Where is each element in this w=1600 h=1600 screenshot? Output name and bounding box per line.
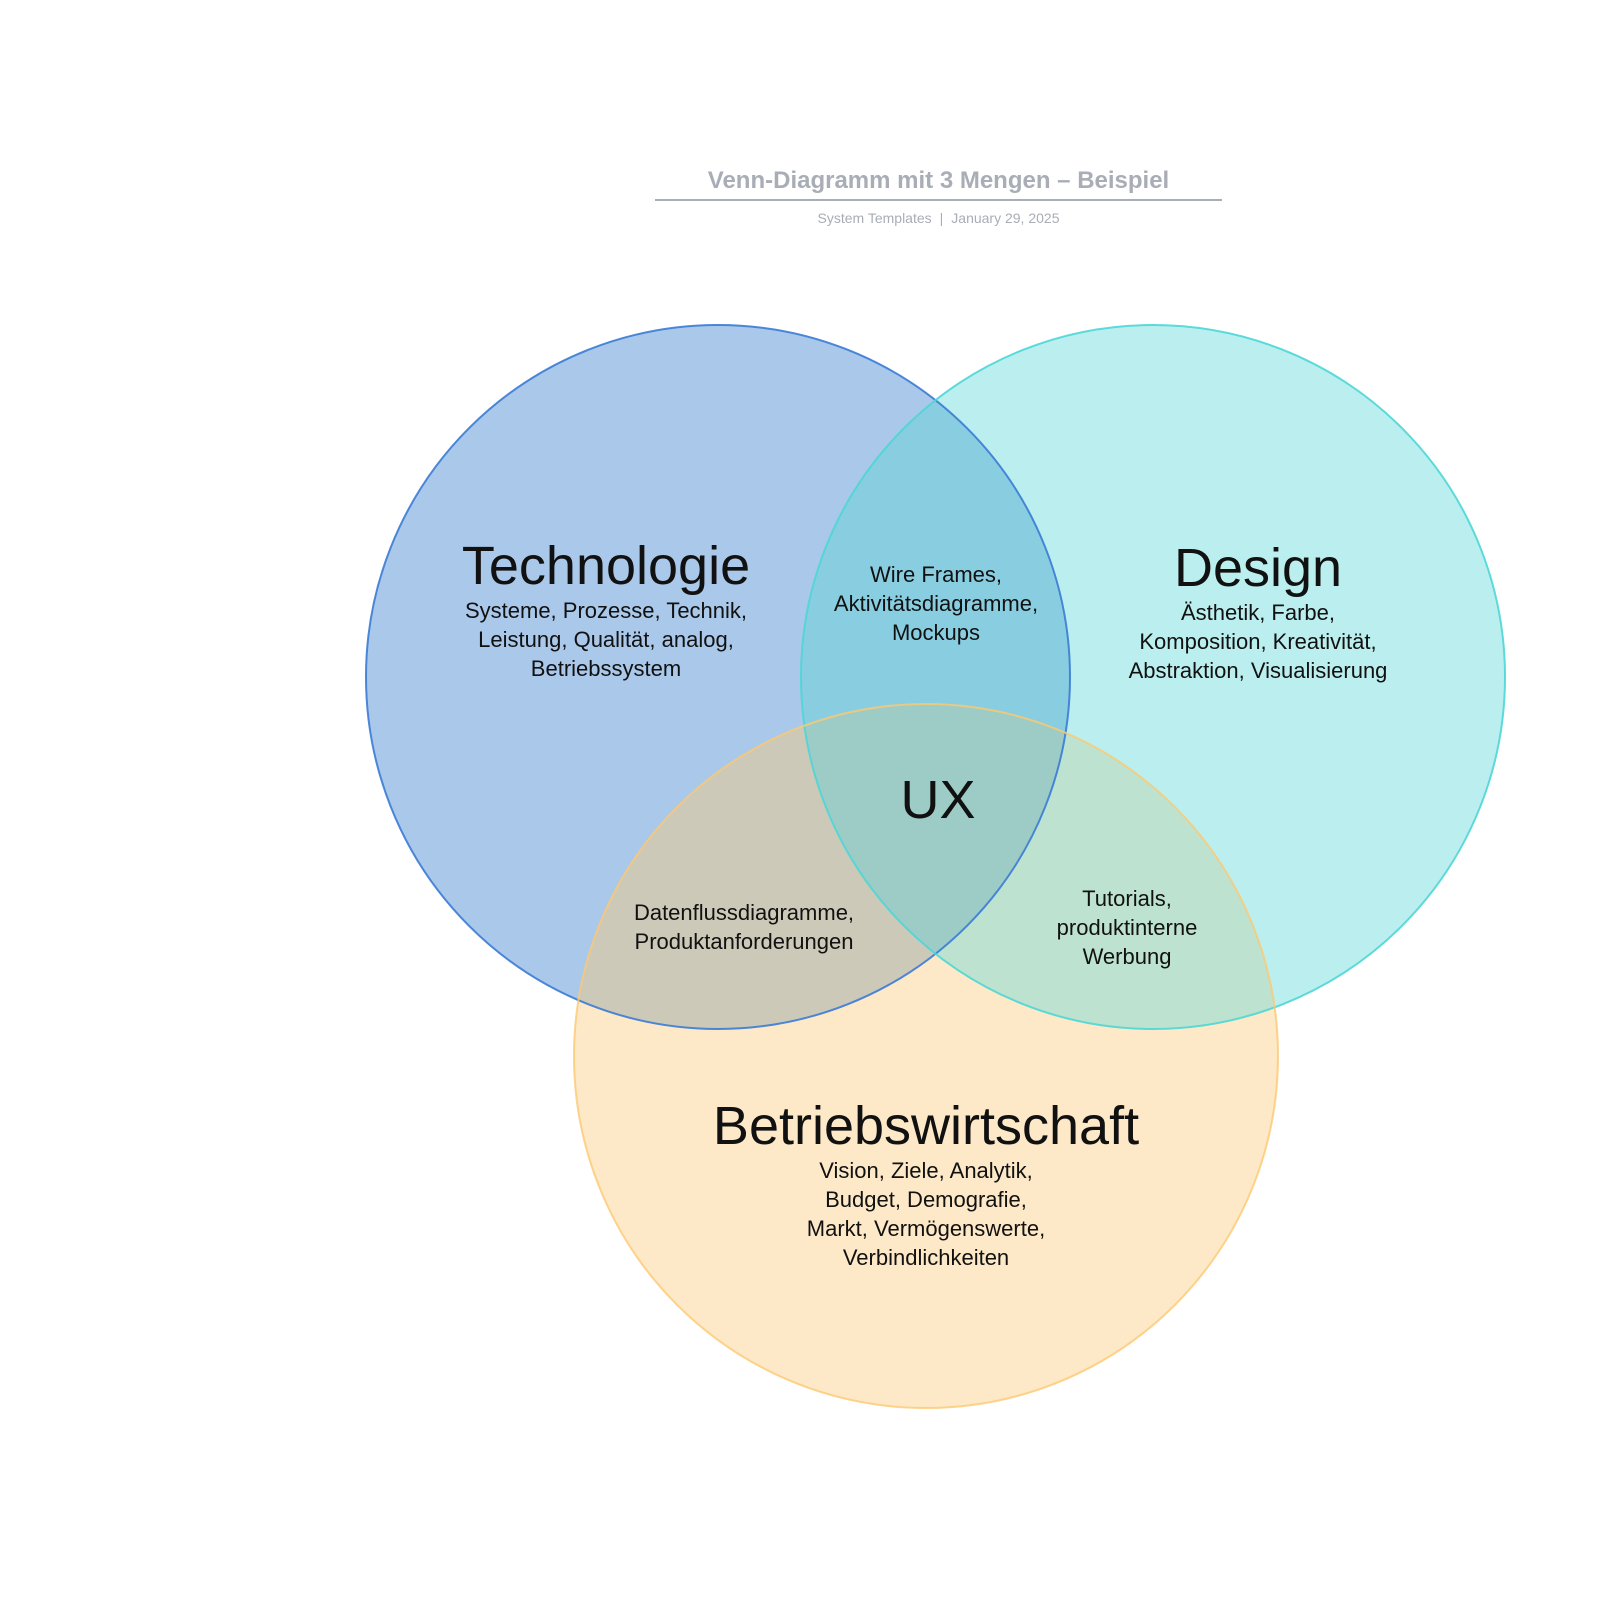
intersection-item: Produktanforderungen xyxy=(634,929,854,954)
outline-betriebswirtschaft xyxy=(573,703,1279,1409)
set-item: Leistung, Qualität, analog, xyxy=(478,627,734,652)
set-item: Budget, Demografie, xyxy=(825,1187,1027,1212)
set-title: Betriebswirtschaft xyxy=(712,1096,1140,1156)
intersection-item: Tutorials, xyxy=(1082,886,1172,911)
set-item: Betriebssystem xyxy=(530,656,682,681)
outline-design xyxy=(800,324,1506,1030)
set-technologie: Technologie Systeme, Prozesse, Technik, … xyxy=(462,536,750,683)
set-item: Abstraktion, Visualisierung xyxy=(1128,658,1388,683)
region-design-business xyxy=(801,704,1278,1029)
set-item: Vision, Ziele, Analytik, xyxy=(819,1158,1033,1183)
intersection-tech-business: Datenflussdiagramme, Produktanforderunge… xyxy=(634,898,854,956)
intersection-design-business: Tutorials, produktinterne Werbung xyxy=(1057,884,1198,971)
intersection-item: Mockups xyxy=(891,620,981,645)
set-design: Design Ästhetik, Farbe, Komposition, Kre… xyxy=(1129,538,1388,685)
set-item: Verbindlichkeiten xyxy=(842,1245,1010,1270)
set-betriebswirtschaft: Betriebswirtschaft Vision, Ziele, Analyt… xyxy=(713,1096,1139,1272)
separator: | xyxy=(939,210,944,226)
set-title: Technologie xyxy=(461,536,751,596)
intersection-item: Datenflussdiagramme, xyxy=(633,900,855,925)
region-tech-business xyxy=(574,704,1070,1029)
intersection-item: produktinterne xyxy=(1056,915,1198,940)
intersection-item: Aktivitätsdiagramme, xyxy=(833,591,1039,616)
date: January 29, 2025 xyxy=(951,210,1060,226)
set-item: Markt, Vermögenswerte, xyxy=(806,1216,1046,1241)
set-item: Ästhetik, Farbe, xyxy=(1180,600,1336,625)
intersection-tech-design: Wire Frames, Aktivitätsdiagramme, Mockup… xyxy=(834,560,1038,647)
intersection-item: Werbung xyxy=(1082,944,1172,969)
author: System Templates xyxy=(817,210,932,226)
outline-technologie xyxy=(365,324,1071,1030)
set-item: Komposition, Kreativität, xyxy=(1139,629,1377,654)
set-title: Design xyxy=(1173,538,1343,598)
diagram-title: Venn-Diagramm mit 3 Mengen – Beispiel xyxy=(655,167,1222,201)
intersection-item: Wire Frames, xyxy=(870,562,1002,587)
diagram-subtitle: System Templates | January 29, 2025 xyxy=(655,210,1222,226)
intersection-all: UX xyxy=(900,770,976,830)
set-item: Systeme, Prozesse, Technik, xyxy=(464,598,748,623)
